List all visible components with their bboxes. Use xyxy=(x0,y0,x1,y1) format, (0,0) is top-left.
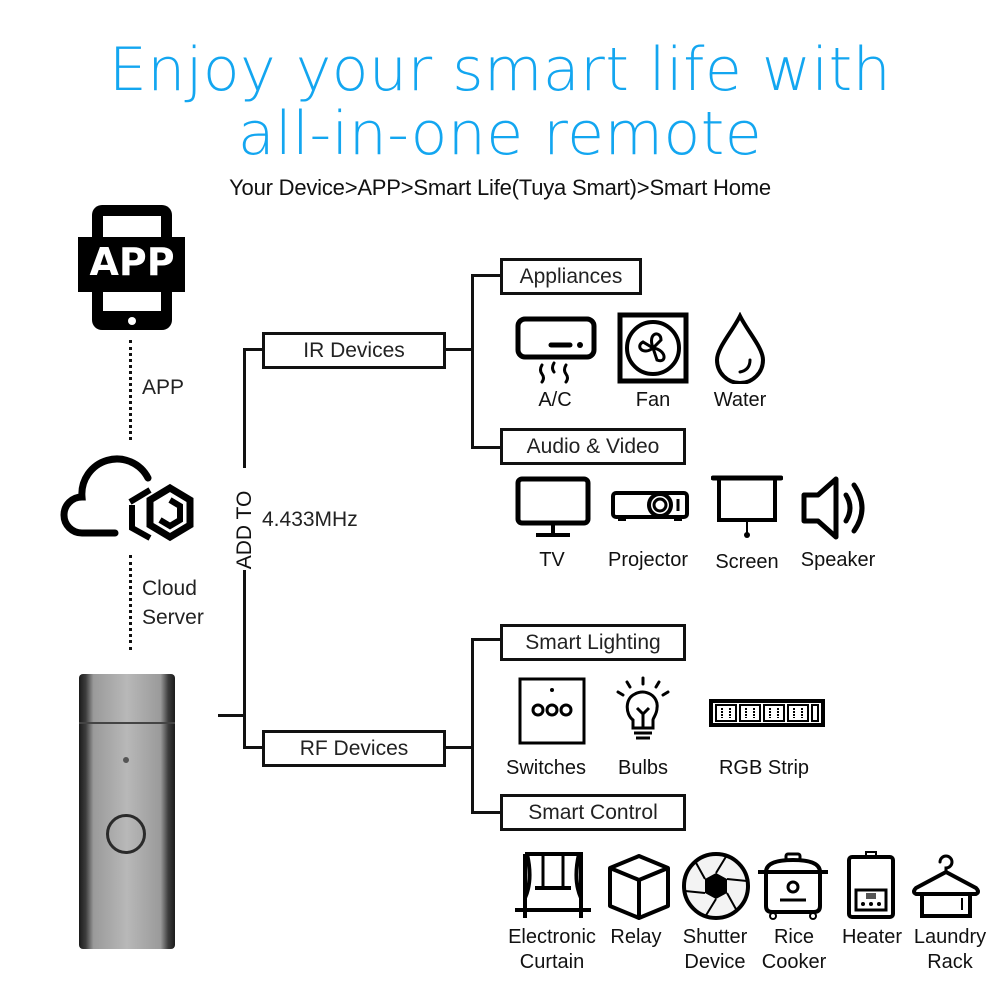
shutter-aperture-icon xyxy=(682,852,750,920)
led-strip-icon xyxy=(709,699,825,727)
dotted-connector-cloud xyxy=(129,555,132,650)
ir-bracket xyxy=(471,274,474,449)
device-label-heater: Heater xyxy=(841,926,903,948)
appliances-node: Appliances xyxy=(500,258,642,295)
dotted-connector-app xyxy=(129,340,132,440)
ir-to-appliances xyxy=(471,274,501,277)
curtain-label-line2: Curtain xyxy=(519,951,585,973)
trunk-to-rf xyxy=(243,746,263,749)
smart-control-node: Smart Control xyxy=(500,794,686,831)
rf-to-control xyxy=(471,811,501,814)
trunk-to-ir xyxy=(243,348,263,351)
rf-bracket xyxy=(471,638,474,814)
device-label-shutter: Shutter Device xyxy=(670,925,760,975)
device-label-rgb-strip: RGB Strip xyxy=(718,757,810,779)
device-label-rice-cooker: Rice Cooker xyxy=(752,925,836,975)
ir-to-av xyxy=(471,446,501,449)
device-label-screen: Screen xyxy=(715,551,779,573)
speaker-icon xyxy=(801,476,865,540)
wall-switch-icon xyxy=(518,677,586,745)
projector-icon xyxy=(611,491,689,521)
relay-cube-icon xyxy=(608,854,670,920)
trunk-line-lower xyxy=(243,570,246,748)
tv-icon xyxy=(515,476,591,537)
subtitle-path: Your Device>APP>Smart Life(Tuya Smart)>S… xyxy=(229,175,771,200)
water-heater-icon xyxy=(847,851,895,919)
cloud-label: Cloud Server xyxy=(142,574,204,632)
app-label: APP xyxy=(142,376,185,399)
laundry-label-line2: Rack xyxy=(927,951,973,973)
device-label-switches: Switches xyxy=(505,757,587,779)
smart-lighting-node: Smart Lighting xyxy=(500,624,686,661)
headline-line-2: all-in-one remote xyxy=(237,99,763,169)
device-label-ac: A/C xyxy=(538,389,572,411)
ir-devices-node: IR Devices xyxy=(262,332,446,369)
cloud-server-icon xyxy=(60,455,194,542)
water-drop-icon xyxy=(714,312,766,384)
shutter-label-line1: Shutter xyxy=(682,926,748,948)
phone-app-icon xyxy=(78,205,185,330)
trunk-line-upper xyxy=(243,348,246,468)
rice-cooker-icon xyxy=(758,852,828,920)
light-bulb-icon xyxy=(616,676,670,740)
device-label-speaker: Speaker xyxy=(800,549,876,571)
device-label-tv: TV xyxy=(539,549,565,571)
curtain-icon xyxy=(515,852,591,918)
rf-to-lighting xyxy=(471,638,501,641)
air-conditioner-icon xyxy=(515,316,597,384)
add-to-label-wrap: ADD TO xyxy=(230,491,260,570)
curtain-label-line1: Electronic xyxy=(508,926,596,948)
device-label-projector: Projector xyxy=(607,549,689,571)
device-label-bulbs: Bulbs xyxy=(617,757,669,779)
device-label-curtain: Electronic Curtain xyxy=(497,925,607,975)
frequency-label: 4.433MHz xyxy=(262,508,358,531)
cloud-label-line1: Cloud xyxy=(142,577,197,600)
device-label-fan: Fan xyxy=(635,389,671,411)
remote-power-button xyxy=(106,814,146,854)
laundry-rack-icon xyxy=(912,854,980,918)
device-label-relay: Relay xyxy=(610,926,662,948)
rice-label-line2: Cooker xyxy=(761,951,827,973)
cloud-label-line2: Server xyxy=(142,606,204,629)
rf-connector xyxy=(446,746,474,749)
ir-connector xyxy=(446,348,474,351)
device-label-laundry-rack: Laundry Rack xyxy=(906,925,994,975)
projection-screen-icon xyxy=(711,475,783,538)
laundry-label-line1: Laundry xyxy=(913,926,987,948)
audio-video-node: Audio & Video xyxy=(500,428,686,465)
add-to-label: ADD TO xyxy=(233,490,256,570)
app-icon-text: APP xyxy=(89,240,175,284)
rice-label-line1: Rice xyxy=(773,926,814,948)
remote-device-image xyxy=(79,674,175,949)
headline-line-1: Enjoy your smart life with xyxy=(108,35,892,105)
trunk-to-remote xyxy=(218,714,246,717)
fan-icon xyxy=(617,312,689,384)
shutter-label-line2: Device xyxy=(684,951,746,973)
device-label-water: Water xyxy=(713,389,767,411)
rf-devices-node: RF Devices xyxy=(262,730,446,767)
